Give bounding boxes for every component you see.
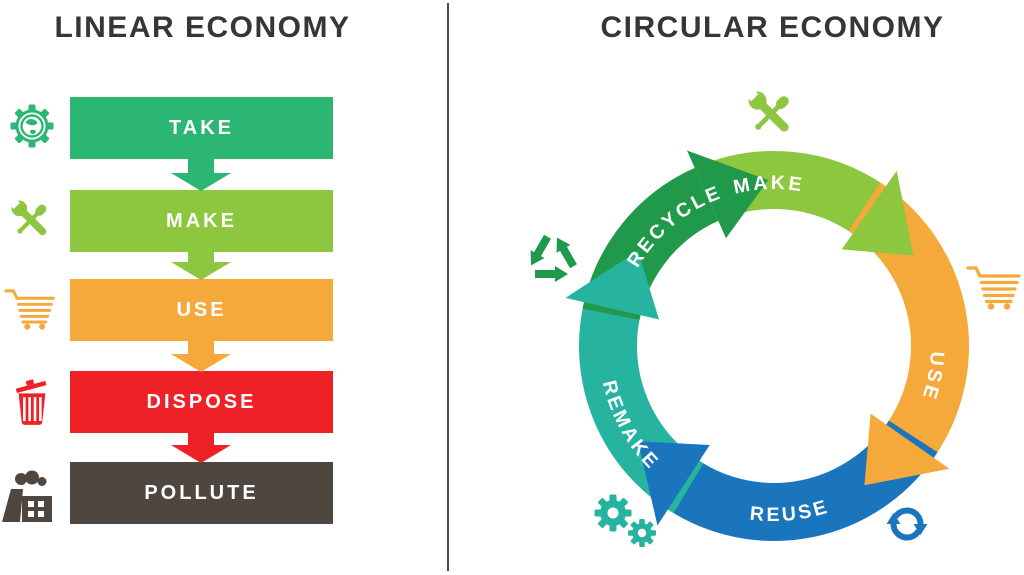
down-arrow-icon (171, 252, 231, 280)
circular-economy-title: CIRCULAR ECONOMY (600, 11, 945, 44)
down-arrow-icon (171, 159, 231, 191)
down-arrow-icon (171, 341, 231, 372)
cycle-arrowhead-recycle (686, 150, 769, 239)
step-label: DISPOSE (146, 390, 257, 413)
down-arrow-icon (171, 433, 231, 463)
step-label: POLLUTE (144, 481, 259, 504)
tools-icon (744, 87, 789, 132)
step-label: USE (176, 298, 227, 321)
globe-gear-icon (10, 104, 54, 148)
panel-divider (447, 3, 449, 571)
trash-icon (16, 379, 47, 425)
linear-economy-title: LINEAR ECONOMY (54, 11, 351, 44)
cycle-arrowhead-use (864, 413, 950, 486)
cart-icon (4, 289, 55, 330)
cycle-arrowhead-reuse (638, 441, 710, 526)
recycle-icon (525, 232, 579, 282)
linear-step-dispose: DISPOSE (70, 371, 333, 433)
gears-icon (594, 494, 656, 547)
step-label: TAKE (169, 116, 234, 139)
linear-step-make: MAKE (70, 190, 333, 252)
tools-icon (7, 196, 47, 236)
linear-step-use: USE (70, 279, 333, 341)
cycle-arrowhead-make (841, 170, 914, 256)
linear-step-take: TAKE (70, 97, 333, 159)
sync-icon (880, 502, 934, 548)
cycle-arrowhead-remake (565, 250, 660, 320)
cart-icon (966, 266, 1021, 310)
step-label: MAKE (166, 209, 237, 232)
factory-icon (2, 470, 52, 522)
linear-step-pollute: POLLUTE (70, 462, 333, 524)
